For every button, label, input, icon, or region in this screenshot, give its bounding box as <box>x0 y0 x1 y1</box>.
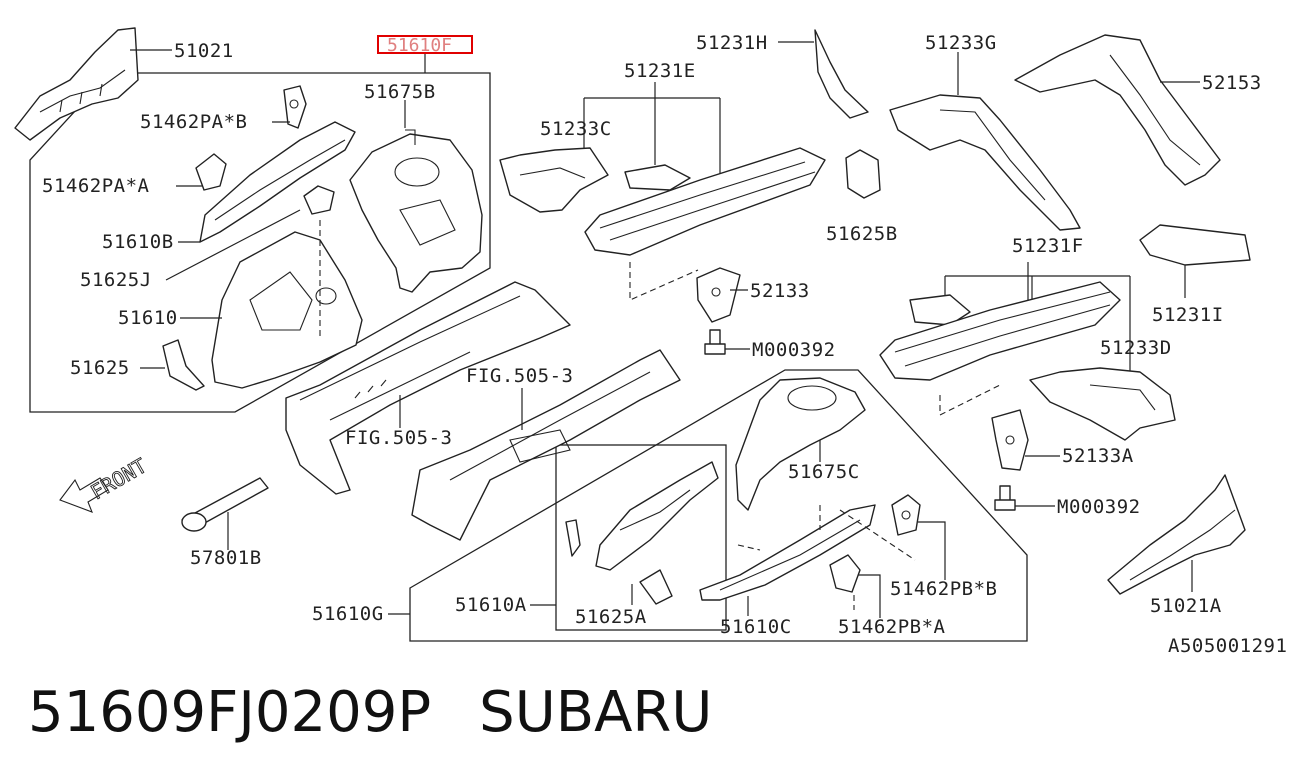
part-label-51231H[interactable]: 51231H <box>696 32 768 54</box>
part-51462PA-B[interactable] <box>283 85 307 129</box>
part-51462PB-A[interactable] <box>829 554 861 593</box>
part-label-51231I[interactable]: 51231I <box>1152 304 1224 326</box>
part-label-51610G[interactable]: 51610G <box>312 603 384 625</box>
part-label-51462PB-B[interactable]: 51462PB*B <box>890 578 997 600</box>
part-label-51610A[interactable]: 51610A <box>455 594 527 616</box>
part-label-51610F[interactable]: 51610F <box>387 35 452 56</box>
part-51231F-bracket[interactable] <box>909 294 971 326</box>
part-label-51462PA-B[interactable]: 51462PA*B <box>140 111 247 133</box>
front-arrow-icon <box>59 477 109 513</box>
part-label-51610C[interactable]: 51610C <box>720 616 792 638</box>
part-51610C[interactable] <box>699 504 876 601</box>
part-label-51233D[interactable]: 51233D <box>1100 337 1172 359</box>
part-51021[interactable] <box>14 27 139 141</box>
part-51625A[interactable] <box>639 569 673 605</box>
part-51233C[interactable] <box>499 147 609 213</box>
footer-caption: 51609FJ0209P SUBARU <box>28 680 760 745</box>
part-57801B[interactable] <box>181 477 269 532</box>
part-51231I[interactable] <box>1139 224 1251 266</box>
part-label-52153[interactable]: 52153 <box>1202 72 1262 94</box>
part-51462PB-B[interactable] <box>891 494 921 536</box>
footer-brand: SUBARU <box>479 680 713 745</box>
part-label-51625B[interactable]: 51625B <box>826 223 898 245</box>
part-51462PA-A[interactable] <box>195 153 227 191</box>
part-front-frame-rail[interactable] <box>285 281 571 495</box>
part-label-51675B[interactable]: 51675B <box>364 81 436 103</box>
part-label-51021[interactable]: 51021 <box>174 40 234 62</box>
part-51231E-bracket[interactable] <box>624 164 691 191</box>
part-51675B[interactable] <box>349 129 483 293</box>
part-51233G[interactable] <box>889 94 1081 231</box>
part-51625J[interactable] <box>303 185 335 215</box>
part-M000392-lower[interactable] <box>994 485 1016 511</box>
part-label-57801B[interactable]: 57801B <box>190 547 262 569</box>
footer-part-number: 51609FJ0209P <box>28 680 432 745</box>
part-52133A[interactable] <box>991 409 1029 471</box>
part-51610B[interactable] <box>199 121 356 243</box>
group-box-51610A <box>555 444 727 631</box>
part-51610[interactable] <box>211 220 363 389</box>
front-label: FRONT <box>87 453 151 504</box>
part-center-frame-rail[interactable] <box>411 349 681 541</box>
part-label-fig505-3-upper[interactable]: FIG.505-3 <box>466 365 573 387</box>
part-51625[interactable] <box>162 339 205 391</box>
part-51231E[interactable] <box>584 147 826 256</box>
part-label-51462PB-A[interactable]: 51462PB*A <box>838 616 946 638</box>
part-label-51675C[interactable]: 51675C <box>788 461 860 483</box>
reference-code: A505001291 <box>1168 635 1287 657</box>
part-label-51610[interactable]: 51610 <box>118 307 178 329</box>
highlight-box-51610F <box>377 35 473 54</box>
part-51610A[interactable] <box>595 461 719 571</box>
part-51231F[interactable] <box>879 281 1121 381</box>
group-box-51610F <box>29 72 491 413</box>
part-label-fig505-3-lower[interactable]: FIG.505-3 <box>345 427 452 449</box>
part-M000392-upper[interactable] <box>704 329 726 355</box>
part-label-M000392-upper[interactable]: M000392 <box>752 339 836 361</box>
part-51233D[interactable] <box>1029 367 1176 441</box>
part-label-51233C[interactable]: 51233C <box>540 118 612 140</box>
part-52153[interactable] <box>1014 34 1221 186</box>
part-51610A-small[interactable] <box>565 519 581 557</box>
part-label-51021A[interactable]: 51021A <box>1150 595 1222 617</box>
part-label-51231E[interactable]: 51231E <box>624 60 696 82</box>
group-box-51610G <box>409 369 1028 642</box>
part-label-M000392-lower[interactable]: M000392 <box>1057 496 1141 518</box>
part-label-51462PA-A[interactable]: 51462PA*A <box>42 175 150 197</box>
part-label-51231F[interactable]: 51231F <box>1012 235 1084 257</box>
part-label-51625[interactable]: 51625 <box>70 357 130 379</box>
part-label-51610B[interactable]: 51610B <box>102 231 174 253</box>
part-51231H[interactable] <box>814 29 869 119</box>
part-52133[interactable] <box>696 267 741 323</box>
part-51675C[interactable] <box>735 377 866 511</box>
part-51625B[interactable] <box>845 149 881 199</box>
part-label-51625A[interactable]: 51625A <box>575 606 647 628</box>
part-label-51625J[interactable]: 51625J <box>80 269 152 291</box>
part-51021A[interactable] <box>1107 474 1246 595</box>
part-label-52133A[interactable]: 52133A <box>1062 445 1134 467</box>
part-label-51233G[interactable]: 51233G <box>925 32 997 54</box>
part-label-52133[interactable]: 52133 <box>750 280 810 302</box>
